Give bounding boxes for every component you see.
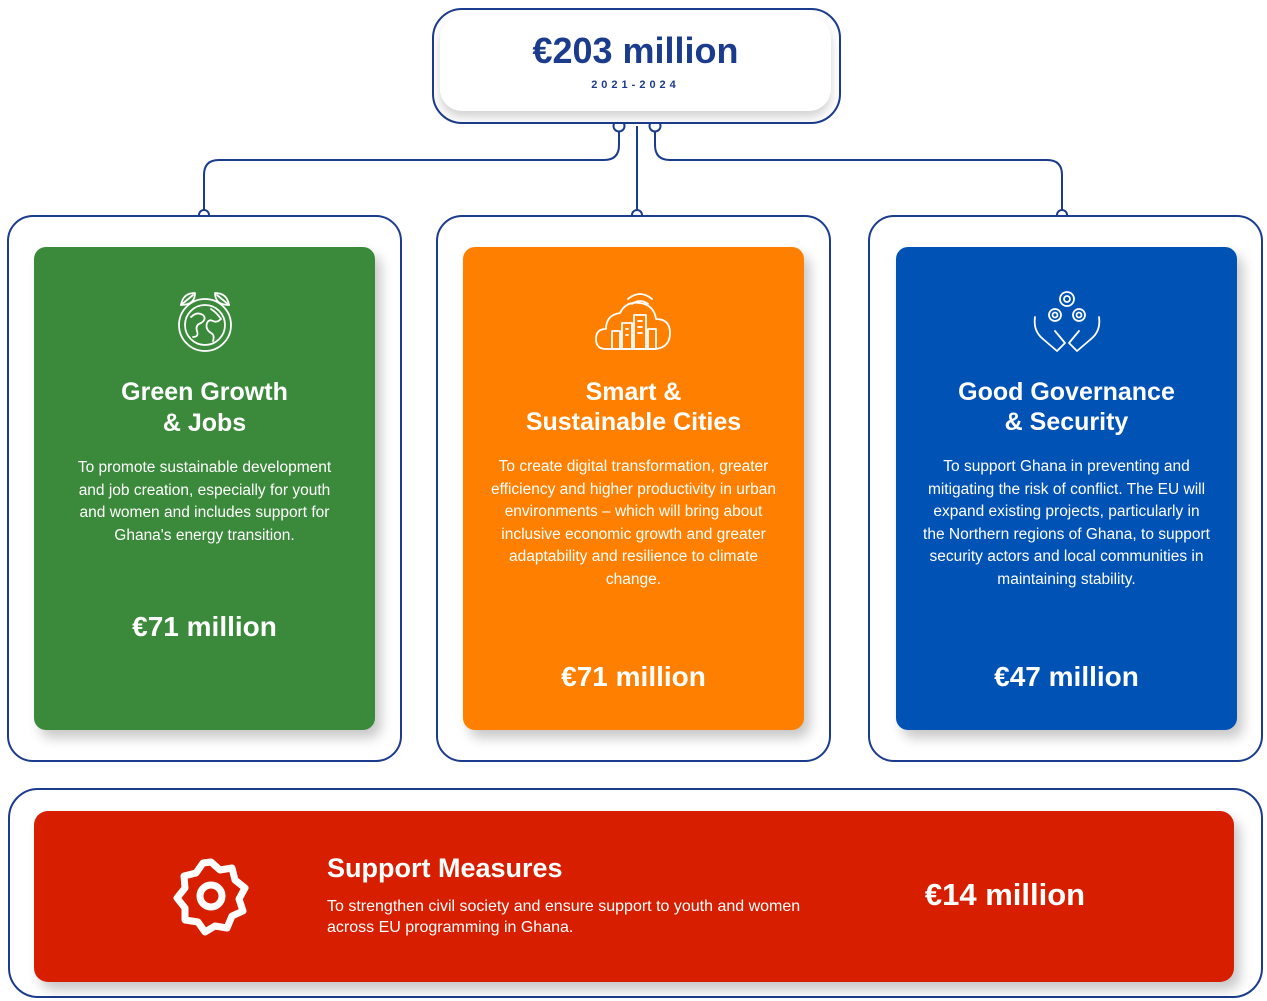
support-title: Support Measures (327, 853, 563, 883)
gear-icon (173, 858, 249, 936)
card-amount: €47 million (994, 661, 1139, 692)
total-amount: €203 million (532, 30, 739, 71)
hands-gears-icon (1033, 291, 1100, 352)
priority-card-smart-cities: Smart & Sustainable Cities To create dig… (463, 247, 804, 730)
support-description: To strengthen civil society and ensure s… (327, 898, 801, 936)
card-amount: €71 million (132, 611, 277, 642)
card-title-line1: Green Growth (121, 378, 288, 406)
card-title-line2: Sustainable Cities (525, 408, 742, 436)
total-years: 2021-2024 (591, 79, 680, 91)
card-title-line1: Good Governance (958, 378, 1175, 406)
smart-city-cloud-icon (594, 293, 671, 350)
globe-leaves-icon (177, 292, 232, 352)
priority-card-green-growth: Green Growth & Jobs To promote sustainab… (34, 247, 375, 730)
card-amount: €71 million (561, 661, 706, 692)
card-title-line1: Smart & (585, 378, 682, 406)
card-title-line2: & Jobs (162, 409, 247, 437)
card-description: To support Ghana in preventing and mitig… (923, 458, 1210, 588)
support-amount: €14 million (924, 877, 1086, 912)
support-measures-card (34, 811, 1234, 982)
support-outline (8, 788, 1263, 998)
card-title-line2: & Security (1004, 408, 1129, 436)
card-description: To create digital transformation, greate… (491, 458, 776, 588)
card-description: To promote sustainable development and j… (77, 459, 332, 544)
total-box (440, 16, 831, 111)
priority-card-good-governance: Good Governance & Security To support Gh… (896, 247, 1237, 730)
